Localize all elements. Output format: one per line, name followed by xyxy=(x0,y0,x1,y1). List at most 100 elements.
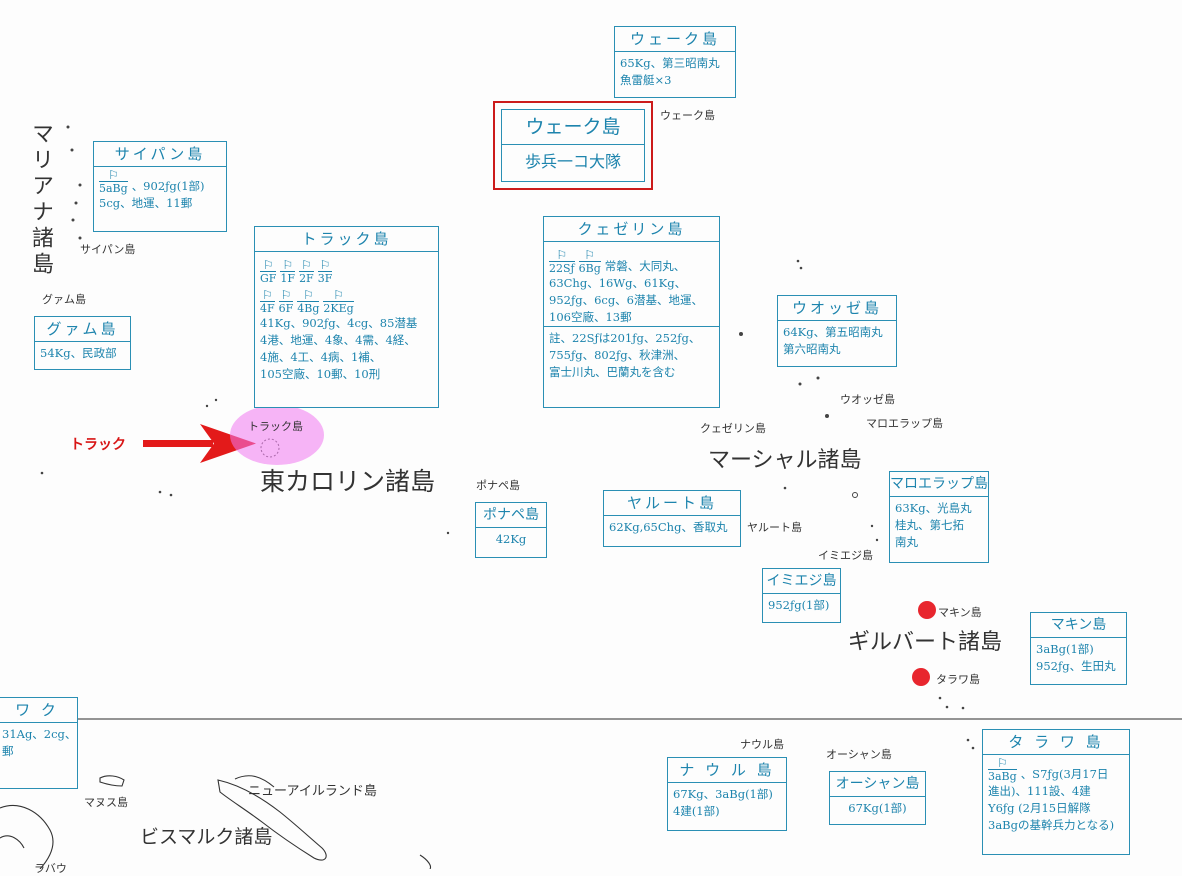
box-wake-line: 魚雷艇×3 xyxy=(620,73,672,87)
box-ponape-title: ポナペ島 xyxy=(476,503,546,528)
box-ponape: ポナペ島 42Kg xyxy=(475,502,547,558)
box-saipan: サイパン島 ⚐5aBg 、902ƒg(1部) 5cg、地運、11郵 xyxy=(93,141,227,232)
box-ocean-line: 67Kg(1部) xyxy=(848,801,907,815)
place-tarawa: タラワ島 xyxy=(936,673,980,686)
box-jaluit-title: ヤルート島 xyxy=(604,491,740,516)
wake-highlight-title: ウェーク島 xyxy=(502,110,644,145)
box-nauru-title: ナ ウ ル 島 xyxy=(668,758,786,783)
box-makin: マキン島 3aBg(1部) 952ƒg、生田丸 xyxy=(1030,612,1127,685)
box-kwajalein-line: 952ƒg、6cg、6潜基、地運、 xyxy=(549,293,704,307)
flag-icon: ⚐5aBg xyxy=(99,168,128,195)
box-makin-line: 952ƒg、生田丸 xyxy=(1036,659,1116,673)
box-mili: イミエジ島 952ƒg(1部) xyxy=(762,568,841,623)
place-mili: イミエジ島 xyxy=(818,549,873,562)
flag-label: 2KEg xyxy=(323,301,354,315)
box-ponape-line: 42Kg xyxy=(495,532,527,546)
box-tarawa-line: 進出)、111設、4建 xyxy=(988,784,1091,798)
box-wake-line: 65Kg、第三昭南丸 xyxy=(620,56,720,70)
truk-highlight-circle xyxy=(230,405,324,465)
box-rabaul-partial-line: 郵 xyxy=(2,744,14,758)
flag-label: 4Bg xyxy=(297,301,320,315)
place-jaluit: ヤルート島 xyxy=(747,521,802,534)
place-saipan: サイパン島 xyxy=(80,243,136,256)
box-kwajalein-line: 63Chg、16Wg、61Kg、 xyxy=(549,276,687,290)
flag-label: 3F xyxy=(317,271,333,285)
place-kwajalein: クェゼリン島 xyxy=(700,422,766,435)
flag-icon: ⚐4Bg xyxy=(297,288,320,315)
box-tarawa-title: タ ラ ワ 島 xyxy=(983,730,1129,755)
box-jaluit: ヤルート島 62Kg,65Chg、香取丸 xyxy=(603,490,741,547)
box-tarawa: タ ラ ワ 島 ⚐3aBg 、S7ƒg(3月17日 進出)、111設、4建 Y6… xyxy=(982,729,1130,855)
place-makin: マキン島 xyxy=(938,606,982,619)
box-guam-line: 54Kg、民政部 xyxy=(40,346,117,360)
box-kwajalein-title: クェゼリン島 xyxy=(544,217,719,242)
place-truk: トラック島 xyxy=(248,420,303,433)
place-maloelap: マロエラップ島 xyxy=(866,417,943,430)
place-wake: ウェーク島 xyxy=(660,109,715,122)
box-maloelap-line: 南丸 xyxy=(895,535,918,549)
box-tarawa-line: Y6ƒg (2月15日解隊 xyxy=(988,801,1091,815)
box-maloelap: マロエラップ島 63Kg、光島丸 桂丸、第七拓 南丸 xyxy=(889,471,989,563)
box-kwajalein-line: 106空廠、13郵 xyxy=(549,310,632,324)
box-wotje-line: 第六昭南丸 xyxy=(783,342,841,356)
box-truk-line: 4港、地運、4象、4需、4経、 xyxy=(260,333,416,347)
flag-label: GF xyxy=(260,271,277,285)
tarawa-marker xyxy=(912,668,930,686)
box-ocean-title: オーシャン島 xyxy=(830,772,925,797)
box-truk: トラック島 ⚐GF ⚐1F ⚐2F ⚐3F ⚐4F ⚐6F ⚐4Bg ⚐2KEg… xyxy=(254,226,439,408)
flag-icon: ⚐2KEg xyxy=(323,288,354,315)
red-arrow xyxy=(143,424,256,463)
box-tarawa-line: 、S7ƒg(3月17日 xyxy=(1020,767,1109,781)
box-makin-line: 3aBg(1部) xyxy=(1036,642,1094,656)
flag-icon: ⚐2F xyxy=(299,258,314,285)
box-truk-title: トラック島 xyxy=(255,227,438,252)
box-nauru-line: 4建(1部) xyxy=(673,804,720,818)
flag-icon: ⚐6Bg xyxy=(578,248,601,275)
box-rabaul-partial-line: 31Ag、2cg、 xyxy=(2,727,77,741)
place-rabaul-partial: ラバウ xyxy=(34,862,67,875)
box-tarawa-line: 3aBgの基幹兵力となる) xyxy=(988,818,1115,832)
wake-highlight-box: ウェーク島 歩兵一コ大隊 xyxy=(493,101,653,190)
flag-icon: ⚐1F xyxy=(280,258,296,285)
box-kwajalein: クェゼリン島 ⚐22Sƒ ⚐6Bg 常磐、大同丸、 63Chg、16Wg、61K… xyxy=(543,216,720,408)
box-wake: ウェーク島 65Kg、第三昭南丸 魚雷艇×3 xyxy=(614,26,736,98)
flag-label: 5aBg xyxy=(99,181,128,195)
box-nauru-line: 67Kg、3aBg(1部) xyxy=(673,787,773,801)
place-ocean: オーシャン島 xyxy=(826,748,892,761)
flag-icon: ⚐22Sƒ xyxy=(549,248,575,275)
box-makin-title: マキン島 xyxy=(1031,613,1126,638)
box-truk-line: 4施、4工、4病、1補、 xyxy=(260,350,382,364)
box-rabaul-partial: ワ ク 31Ag、2cg、 郵 xyxy=(0,697,78,789)
box-guam-title: グァム島 xyxy=(35,317,130,342)
region-gilbert: ギルバート諸島 xyxy=(848,630,1003,655)
box-kwajalein-note: 註、22Sƒは201ƒg、252ƒg、 xyxy=(549,331,701,345)
bismarck-coastline xyxy=(0,775,432,869)
box-wotje: ウオッゼ島 64Kg、第五昭南丸 第六昭南丸 xyxy=(777,295,897,367)
flag-label: 2F xyxy=(299,271,314,285)
box-nauru: ナ ウ ル 島 67Kg、3aBg(1部) 4建(1部) xyxy=(667,757,787,831)
arrow-label: トラック xyxy=(70,437,126,453)
box-ocean: オーシャン島 67Kg(1部) xyxy=(829,771,926,825)
flag-label: 3aBg xyxy=(988,769,1017,783)
flag-icon: ⚐GF xyxy=(260,258,277,285)
place-wotje: ウオッゼ島 xyxy=(840,393,895,406)
flag-label: 4F xyxy=(260,301,275,315)
box-mili-line: 952ƒg(1部) xyxy=(768,598,830,612)
place-ponape: ポナペ島 xyxy=(476,479,520,492)
box-wotje-line: 64Kg、第五昭南丸 xyxy=(783,325,883,339)
wake-highlight-subtitle: 歩兵一コ大隊 xyxy=(524,152,621,171)
box-jaluit-line: 62Kg,65Chg、香取丸 xyxy=(609,520,728,534)
box-truk-line: 105空廠、10郵、10刑 xyxy=(260,367,381,381)
region-mariana: マリアナ諸島 xyxy=(28,122,53,278)
flag-label: 6Bg xyxy=(578,261,601,275)
flag-label: 6F xyxy=(278,301,294,315)
flag-icon: ⚐3aBg xyxy=(988,756,1017,783)
box-wake-title: ウェーク島 xyxy=(615,27,735,52)
box-maloelap-line: 桂丸、第七拓 xyxy=(895,518,964,532)
place-nauru: ナウル島 xyxy=(740,738,784,751)
box-saipan-line: 5cg、地運、11郵 xyxy=(99,196,193,210)
makin-marker xyxy=(918,601,936,619)
flag-icon: ⚐6F xyxy=(278,288,294,315)
flag-label: 1F xyxy=(280,271,296,285)
place-guam: グァム島 xyxy=(42,293,86,306)
